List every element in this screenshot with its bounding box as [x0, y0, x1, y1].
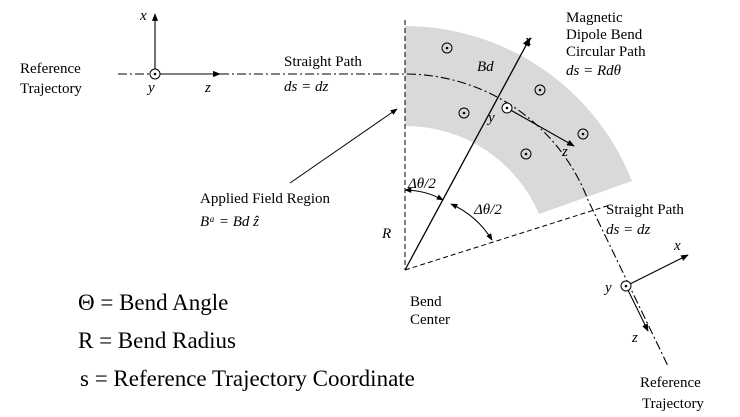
- legend-bend-angle: Θ = Bend Angle: [78, 290, 228, 315]
- label-ds-rdtheta: ds = Rdθ: [566, 63, 622, 79]
- mid-axis-y: y: [486, 110, 495, 126]
- left-axis-x: x: [139, 8, 147, 24]
- construction-line-right: [404, 204, 611, 271]
- label-delta-theta-1: Δθ/2: [407, 176, 436, 192]
- right-axis-z: z: [631, 330, 638, 346]
- right-axis-x: x: [673, 238, 681, 254]
- legend-bend-radius: R = Bend Radius: [78, 328, 236, 353]
- label-reference-left-2: Trajectory: [20, 81, 82, 97]
- label-magnetic: Magnetic: [566, 10, 623, 26]
- right-coordinate-frame: x y z: [603, 238, 689, 346]
- label-reference-left-1: Reference: [20, 61, 81, 77]
- label-bend: Bend: [410, 294, 442, 310]
- field-region: [405, 26, 632, 214]
- field-dots: [441, 42, 589, 160]
- label-straight-path-right: Straight Path: [606, 202, 684, 218]
- right-axis-y: y: [603, 280, 612, 296]
- label-bd: Bd: [477, 59, 494, 75]
- delta-theta-arc-1: [404, 187, 444, 201]
- label-center: Center: [410, 312, 450, 328]
- label-ds-dz-top: ds = dz: [284, 79, 328, 95]
- mid-axis-z: z: [561, 144, 568, 160]
- left-axis-y: y: [146, 80, 155, 96]
- label-radius: R: [381, 226, 391, 242]
- mid-axis-x: x: [524, 33, 532, 49]
- label-straight-path-top: Straight Path: [284, 54, 362, 70]
- label-dipole-bend: Dipole Bend: [566, 27, 643, 43]
- left-axis-z: z: [204, 80, 211, 96]
- applied-field-pointer: [289, 108, 398, 184]
- label-delta-theta-2: Δθ/2: [473, 202, 502, 218]
- label-reference-right-2: Trajectory: [642, 396, 704, 412]
- label-reference-right-1: Reference: [640, 375, 701, 391]
- label-ds-dz-right: ds = dz: [606, 222, 650, 238]
- label-applied-field-region: Applied Field Region: [200, 191, 330, 207]
- radius-line: [404, 37, 531, 271]
- label-field-equation: Bᵃ = Bd ẑ: [200, 214, 259, 230]
- legend-trajectory-coordinate: s = Reference Trajectory Coordinate: [80, 366, 415, 391]
- label-circular-path: Circular Path: [566, 44, 646, 60]
- mid-coordinate-frame: x y z: [486, 33, 575, 160]
- reference-trajectory-line: [118, 73, 669, 367]
- left-coordinate-frame: x y z: [139, 8, 221, 96]
- delta-theta-arc-2: [450, 203, 493, 241]
